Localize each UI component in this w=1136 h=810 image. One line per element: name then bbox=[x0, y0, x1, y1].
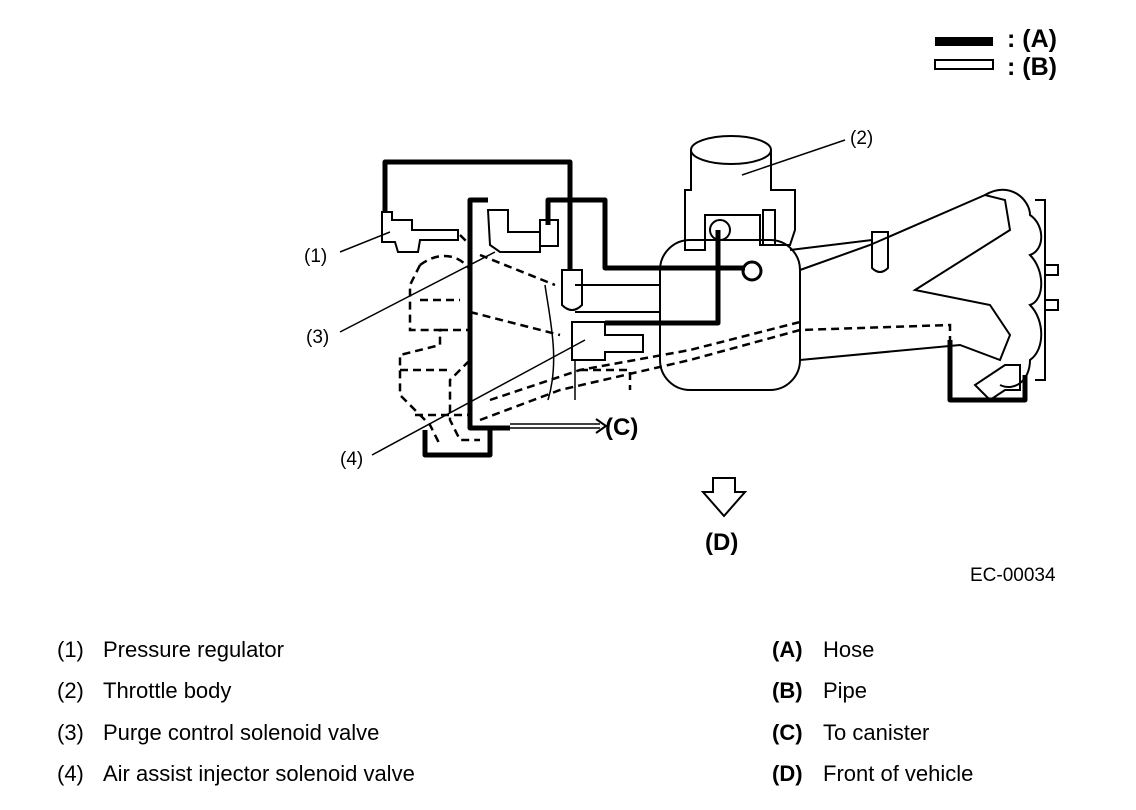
throttle-body bbox=[684, 150, 796, 251]
intake-manifold bbox=[381, 135, 1059, 402]
callout-letter: (D) bbox=[772, 761, 803, 786]
callout-text: Air assist injector solenoid valve bbox=[103, 761, 415, 786]
canister-label: (C) bbox=[605, 414, 638, 441]
callout-item: (A) Hose bbox=[772, 635, 874, 665]
hose-legend-label: : (A) bbox=[1007, 25, 1057, 53]
air-assist-valve-body bbox=[571, 321, 644, 361]
label-pressure-regulator: (1) bbox=[304, 246, 327, 267]
callout-item: (C) To canister bbox=[772, 718, 929, 748]
hose-routing-diagram: : (A) : (B) bbox=[304, 25, 1059, 586]
line-legend: : (A) : (B) bbox=[934, 25, 1057, 81]
callout-text: Purge control solenoid valve bbox=[103, 720, 380, 745]
callout-number: (4) bbox=[57, 761, 84, 786]
callout-number: (1) bbox=[57, 637, 84, 662]
callout-text: Hose bbox=[823, 637, 875, 662]
callout-item: (B) Pipe bbox=[772, 676, 867, 706]
plenum-chamber bbox=[659, 239, 801, 391]
callout-list: (1) Pressure regulator (2) Throttle body (… bbox=[0, 630, 1136, 800]
throttle-body-top bbox=[690, 135, 772, 165]
lower-left-hose bbox=[422, 430, 493, 458]
callout-item: (1) Pressure regulator bbox=[57, 635, 284, 665]
label-purge-valve: (3) bbox=[306, 327, 329, 348]
purge-hose bbox=[467, 197, 510, 431]
callout-letter: (B) bbox=[772, 678, 803, 703]
figure-id: EC-00034 bbox=[970, 565, 1056, 586]
pipe-legend-swatch bbox=[934, 59, 994, 70]
front-label: (D) bbox=[705, 529, 738, 556]
callout-text: Front of vehicle bbox=[823, 761, 974, 786]
right-runners bbox=[799, 193, 1012, 362]
main-vacuum-hose bbox=[545, 197, 745, 271]
callout-item: (2) Throttle body bbox=[57, 676, 231, 706]
callout-number: (2) bbox=[57, 678, 84, 703]
callout-item: (3) Purge control solenoid valve bbox=[57, 718, 379, 748]
leader-lines bbox=[339, 139, 846, 456]
callout-item: (D) Front of vehicle bbox=[772, 759, 973, 789]
to-canister-arrow: (C) bbox=[595, 414, 638, 441]
callout-letter: (C) bbox=[772, 720, 803, 745]
label-throttle-body: (2) bbox=[850, 128, 873, 149]
callout-number: (3) bbox=[57, 720, 84, 745]
hose-legend-swatch bbox=[935, 37, 993, 46]
callout-letter: (A) bbox=[772, 637, 803, 662]
purge-valve-body bbox=[486, 209, 541, 253]
intake-runner bbox=[575, 284, 660, 313]
hose-routes bbox=[382, 159, 1028, 458]
pressure-regulator-body bbox=[381, 211, 459, 253]
callout-text: Pressure regulator bbox=[103, 637, 284, 662]
pipe-legend-label: : (B) bbox=[1007, 53, 1057, 81]
air-assist-hose bbox=[605, 230, 721, 326]
callout-item: (4) Air assist injector solenoid valve bbox=[57, 759, 415, 789]
label-air-assist-valve: (4) bbox=[340, 449, 363, 470]
pressure-regulator-hose bbox=[382, 159, 573, 270]
lower-right-hose bbox=[947, 340, 1028, 403]
callout-text: To canister bbox=[823, 720, 930, 745]
callout-text: Throttle body bbox=[103, 678, 232, 703]
callout-text: Pipe bbox=[823, 678, 868, 703]
front-of-vehicle-arrow: (D) bbox=[700, 477, 748, 556]
